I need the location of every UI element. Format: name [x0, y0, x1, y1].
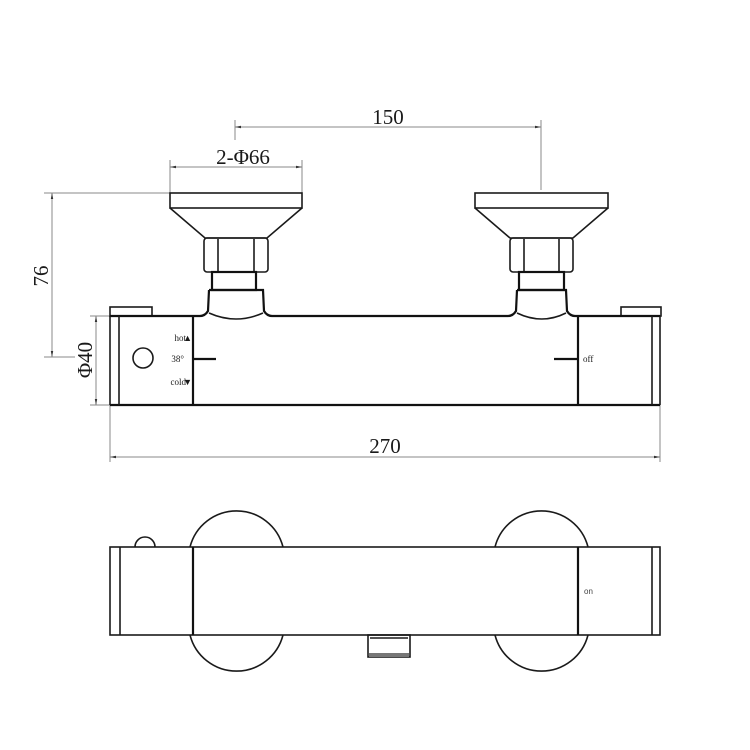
cold-label: cold [171, 377, 187, 387]
dimension-overall-length: 270 [109, 405, 661, 462]
valve-body-front [109, 306, 662, 407]
top-view: on [109, 510, 661, 672]
cold-arrow-icon: ▼ [183, 377, 192, 387]
dimension-flange-diameter: 2-Φ66 [169, 145, 303, 193]
knob-bump [134, 536, 156, 548]
hot-label: hot [174, 333, 186, 343]
dimension-inlet-spacing: 150 [234, 105, 542, 190]
left-flange-top-arc [189, 510, 284, 548]
dimension-height: 76 [29, 192, 170, 358]
temperature-handle: hot ▲ 38° cold ▼ [132, 333, 216, 387]
dimension-body-diameter: Φ40 [73, 315, 110, 406]
temp-38-label: 38° [171, 354, 184, 364]
handle-button-icon [132, 347, 154, 369]
flow-handle: off [554, 354, 593, 364]
dimension-2-phi66-label: 2-Φ66 [216, 145, 270, 169]
hot-arrow-icon: ▲ [183, 333, 192, 343]
dimension-phi40-label: Φ40 [73, 342, 97, 378]
right-flange-bottom-arc [494, 634, 589, 672]
dimension-270-label: 270 [369, 434, 401, 458]
front-view: 150 2-Φ66 76 Φ40 270 [29, 105, 662, 462]
right-cap-tab [620, 306, 662, 317]
left-flange-bottom-arc [189, 634, 284, 672]
right-inlet-connector [474, 192, 609, 320]
left-inlet-connector [169, 192, 303, 320]
off-label: off [583, 354, 593, 364]
on-label: on [584, 587, 593, 596]
dimension-76-label: 76 [29, 266, 53, 287]
outlet-connector [367, 634, 411, 658]
right-flange-top-arc [494, 510, 589, 548]
dimension-150-label: 150 [372, 105, 404, 129]
left-cap-tab [109, 306, 153, 317]
